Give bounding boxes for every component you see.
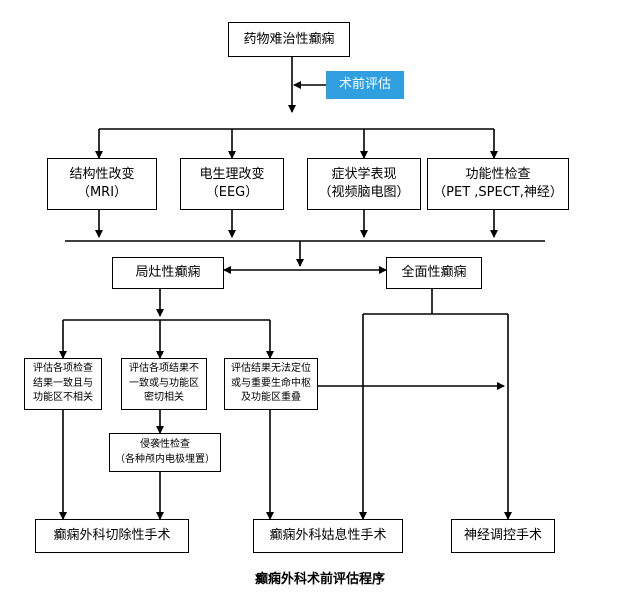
node-invasive-exam: 侵袭性检查 （各种颅内电极埋置）: [109, 433, 221, 472]
node-title: 结构性改变: [69, 167, 135, 183]
node-structural: 结构性改变 （MRI）: [47, 158, 157, 210]
node-line: 一致或与功能区: [129, 377, 199, 389]
node-label: 癫痫外科姑息性手术: [269, 528, 387, 544]
node-neuromodulation: 神经调控手术: [451, 519, 555, 553]
node-title: 功能性检查: [465, 167, 531, 183]
node-functional: 功能性检查 （PET ,SPECT,神经）: [427, 158, 569, 210]
node-title: 症状学表现: [331, 167, 397, 183]
node-line: 侵袭性检查: [140, 439, 190, 450]
node-resective-surgery: 癫痫外科切除性手术: [35, 519, 189, 553]
node-eval-inconsistent: 评估各项结果不 一致或与功能区 密切相关: [121, 358, 207, 410]
node-electrophysiology: 电生理改变 （EEG）: [180, 158, 284, 210]
node-generalized-epilepsy: 全面性癫痫: [386, 257, 482, 289]
node-palliative-surgery: 癫痫外科姑息性手术: [253, 519, 403, 553]
node-line: 功能区不相关: [33, 392, 93, 404]
node-label: 全面性癫痫: [401, 265, 467, 281]
node-line: 或与重要生命中枢: [231, 377, 311, 389]
node-label: 癫痫外科切除性手术: [53, 528, 171, 544]
diagram-caption: 癫痫外科术前评估程序: [254, 572, 385, 587]
node-refractory-epilepsy: 药物难治性癫痫: [228, 22, 350, 57]
node-label: 药物难治性癫痫: [243, 31, 335, 47]
node-line: 评估各项检查: [33, 363, 93, 375]
node-label: 神经调控手术: [463, 528, 542, 544]
node-line: 评估结果无法定位: [231, 363, 311, 375]
node-line: 及功能区重叠: [241, 392, 301, 404]
node-eval-unlocalized: 评估结果无法定位 或与重要生命中枢 及功能区重叠: [224, 358, 318, 410]
node-semiology: 症状学表现 （视频脑电图）: [307, 158, 421, 210]
node-sub: （PET ,SPECT,神经）: [433, 185, 563, 200]
node-label: 术前评估: [338, 77, 391, 93]
node-sub: （EEG）: [205, 185, 259, 200]
node-title: 电生理改变: [199, 167, 265, 183]
node-line: 结果一致且与: [33, 377, 93, 389]
node-sub: （视频脑电图）: [318, 185, 410, 200]
node-focal-epilepsy: 局灶性癫痫: [112, 257, 224, 289]
node-pre-eval: 术前评估: [326, 71, 404, 99]
node-line: （各种颅内电极埋置）: [115, 453, 215, 465]
node-line: 评估各项结果不: [129, 363, 199, 375]
node-line: 密切相关: [144, 392, 184, 404]
node-label: 局灶性癫痫: [135, 265, 201, 281]
node-sub: （MRI）: [76, 185, 128, 200]
node-eval-consistent: 评估各项检查 结果一致且与 功能区不相关: [24, 358, 102, 410]
